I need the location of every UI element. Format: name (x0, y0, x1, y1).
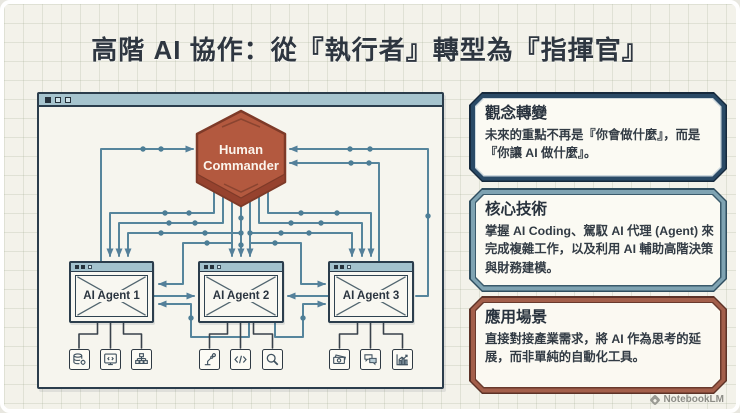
agent-window-control (216, 265, 221, 269)
commander-hexagon: Human Commander (195, 109, 287, 208)
connection-lines: Human Commander (78, 109, 431, 349)
agent-1-label: AI Agent 1 (80, 290, 143, 302)
agent-window-3: AI Agent 3 (328, 261, 414, 323)
notebooklm-watermark: NotebookLM (649, 393, 724, 406)
agent-2-label: AI Agent 2 (209, 290, 273, 302)
window-control-3 (65, 96, 71, 103)
code-window-icon (100, 349, 121, 370)
panel-technology-title: 核心技術 (485, 201, 548, 218)
database-icon (68, 349, 90, 370)
chart-icon (392, 349, 413, 370)
agent-window-control (74, 265, 79, 269)
window-control-2 (55, 96, 61, 103)
agent-1-placeholder: AI Agent 1 (75, 275, 148, 317)
panel-technology: 核心技術 掌握 AI Coding、駕馭 AI 代理 (Agent) 來完成複雜… (469, 188, 727, 292)
window-control-1 (45, 96, 51, 103)
agent-window-control (81, 265, 85, 269)
agent-2-placeholder: AI Agent 2 (204, 275, 278, 317)
commander-label-line1: Human (219, 142, 263, 157)
agent-3-titlebar (330, 263, 412, 272)
commander-label-line2: Commander (203, 158, 279, 173)
agent-3-label: AI Agent 3 (339, 290, 403, 302)
org-chart-icon (131, 349, 152, 370)
notebooklm-label: NotebookLM (663, 394, 724, 405)
search-icon (262, 349, 283, 370)
agent-2-titlebar (200, 263, 282, 272)
agent-window-control (346, 265, 351, 269)
agent-1-titlebar (71, 263, 152, 272)
agent-window-control (340, 265, 344, 269)
agent-window-2: AI Agent 2 (198, 261, 284, 323)
panel-concept-title: 觀念轉變 (485, 105, 548, 122)
agent-window-1: AI Agent 1 (69, 261, 154, 323)
agent-3-placeholder: AI Agent 3 (334, 275, 408, 317)
code-icon (230, 349, 251, 370)
agent-window-control (333, 265, 338, 269)
diagram-window: Human Commander AI Agent 1 (37, 92, 444, 389)
money-icon (329, 349, 350, 370)
window-titlebar (39, 94, 442, 107)
agent-window-control (210, 265, 214, 269)
panel-application-title: 應用場景 (485, 309, 548, 326)
notebooklm-logo-icon (649, 393, 662, 406)
page-title: 高階 AI 協作：從『執行者』轉型為『指揮官』 (91, 35, 649, 65)
panel-concept-body: 未來的重點不再是『你會做什麼』，而是『你讓 AI 做什麼』。 (485, 128, 701, 161)
agent-window-control (87, 265, 92, 269)
panel-application-body: 直接對接產業需求，將 AI 作為思考的延展，而非單純的自動化工具。 (485, 332, 701, 365)
panel-application: 應用場景 直接對接產業需求，將 AI 作為思考的延展，而非單純的自動化工具。 (469, 296, 727, 394)
chat-icon (360, 349, 381, 370)
panel-technology-body: 掌握 AI Coding、駕馭 AI 代理 (Agent) 來完成複雜工作，以及… (485, 224, 714, 275)
robot-arm-icon (199, 349, 220, 370)
agent-window-control (203, 265, 208, 269)
panel-concept: 觀念轉變 未來的重點不再是『你會做什麼』，而是『你讓 AI 做什麼』。 (469, 92, 727, 182)
